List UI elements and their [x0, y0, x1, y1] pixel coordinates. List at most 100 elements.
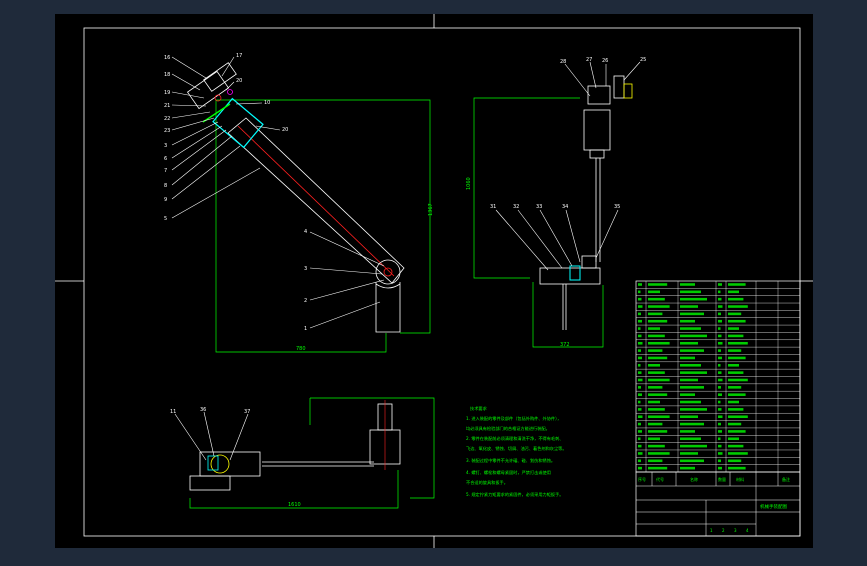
parts-cell-text — [718, 349, 721, 352]
parts-cell-text — [648, 444, 665, 448]
parts-cell-text — [728, 430, 746, 433]
parts-cell-text — [680, 459, 704, 463]
plan-coupling — [207, 455, 219, 471]
parts-cell-text — [728, 371, 744, 374]
callout-label: 34 — [562, 204, 568, 210]
parts-cell-text — [680, 371, 707, 374]
parts-cell-text — [728, 393, 746, 396]
base-cap — [375, 283, 401, 289]
parts-cell-text — [718, 364, 721, 367]
parts-cell-text — [638, 334, 642, 338]
parts-cell-text — [680, 290, 701, 294]
parts-cell-text — [638, 290, 641, 294]
callout-label: 28 — [560, 59, 566, 65]
title-header-cell: 序号 — [638, 476, 646, 482]
parts-cell-text — [648, 371, 665, 374]
notes-line: 不合适的旋具和扳手。 — [466, 479, 508, 486]
parts-cell-text — [718, 327, 721, 330]
parts-cell-text — [728, 466, 746, 470]
gripper-body — [186, 70, 230, 110]
callout-label: 31 — [490, 204, 496, 210]
parts-cell-text — [728, 297, 744, 301]
parts-cell-text — [718, 297, 722, 301]
wrist-flange — [202, 103, 231, 123]
parts-cell-text — [638, 415, 643, 419]
parts-cell-text — [648, 408, 665, 411]
parts-cell-text — [638, 341, 643, 345]
side-shoulder — [581, 255, 597, 269]
parts-cell-text — [638, 356, 642, 360]
parts-cell-text — [648, 319, 668, 323]
parts-cell-text — [718, 290, 721, 294]
parts-cell-text — [718, 386, 721, 389]
arm-plan-view: 11 36 37 1610 — [170, 397, 435, 509]
parts-cell-text — [648, 378, 670, 382]
callout-labels-left: 16 18 19 21 22 23 3 6 7 8 9 5 17 20 10 2… — [164, 53, 307, 332]
dim-arm-width: 780 — [296, 346, 306, 352]
drawing-title: 机械手装配图 — [760, 503, 787, 510]
parts-cell-text — [638, 459, 641, 463]
parts-cell-text — [718, 422, 721, 426]
parts-cell-text — [728, 327, 739, 330]
parts-cell-text — [680, 466, 695, 470]
parts-cell-text — [680, 415, 698, 419]
scale-cell: 4 — [746, 528, 749, 533]
parts-cell-text — [638, 466, 642, 470]
parts-cell-text — [680, 408, 707, 411]
callout-label: 7 — [164, 168, 167, 174]
dim-arm-height-line — [216, 99, 431, 334]
wrist-housing — [212, 97, 264, 149]
parts-cell-text — [680, 437, 701, 441]
parts-cell-text — [718, 444, 722, 448]
callout-label: 37 — [244, 409, 250, 415]
parts-cell-text — [638, 386, 641, 389]
callout-leaders-left — [171, 56, 385, 329]
notes-line: 2. 零件在装配前必须清理和清洗干净，不得有毛刺、 — [466, 435, 563, 442]
arm-centerline — [237, 125, 395, 277]
notes-line: 均必须具有检验部门的合格证方能进行装配。 — [466, 425, 550, 432]
side-jaw-pad — [623, 83, 633, 99]
arm-side-view: 28 27 26 25 31 32 33 34 35 1060 372 — [466, 57, 646, 348]
plan-base — [189, 475, 231, 491]
title-header-cell: 数量 — [718, 476, 726, 482]
parts-cell-text — [648, 290, 660, 294]
parts-cell-text — [728, 312, 742, 316]
side-bearing — [569, 265, 581, 281]
parts-cell-text — [728, 400, 739, 404]
parts-cell-text — [638, 430, 642, 433]
callout-label: 17 — [236, 53, 242, 59]
dim-side-height-line — [473, 97, 580, 279]
parts-cell-text — [648, 466, 668, 470]
parts-cell-text — [680, 378, 698, 382]
callout-labels-right: 28 27 26 25 31 32 33 34 35 — [490, 57, 646, 210]
title-header-cell: 名称 — [690, 476, 698, 482]
callout-label: 1 — [304, 326, 307, 332]
parts-cell-text — [680, 400, 701, 404]
callout-label: 11 — [170, 409, 176, 415]
parts-cell-text — [718, 356, 722, 360]
parts-cell-text — [728, 290, 739, 294]
parts-cell-text — [718, 408, 722, 411]
parts-cell-text — [680, 452, 698, 455]
parts-cell-text — [638, 378, 643, 382]
arm-front-view: 16 18 19 21 22 23 3 6 7 8 9 5 17 20 10 2… — [164, 53, 434, 353]
parts-cell-text — [638, 283, 642, 286]
dim-side-width: 372 — [560, 342, 570, 348]
parts-cell-text — [728, 444, 744, 448]
parts-cell-text — [638, 349, 641, 352]
parts-cell-text — [638, 319, 642, 323]
callout-label: 26 — [602, 58, 608, 64]
parts-cell-text — [648, 400, 660, 404]
gripper-jaw — [203, 62, 237, 92]
parts-cell-text — [648, 437, 660, 441]
parts-cell-text — [638, 305, 643, 308]
parts-cell-text — [718, 437, 721, 441]
title-header-cell: 代号 — [656, 476, 664, 482]
dim-side-height: 1060 — [466, 177, 472, 190]
callout-label: 16 — [164, 55, 170, 61]
title-header-cell: 材料 — [736, 476, 744, 482]
parts-cell-text — [728, 459, 742, 463]
dim-plan-height-line — [310, 397, 435, 499]
